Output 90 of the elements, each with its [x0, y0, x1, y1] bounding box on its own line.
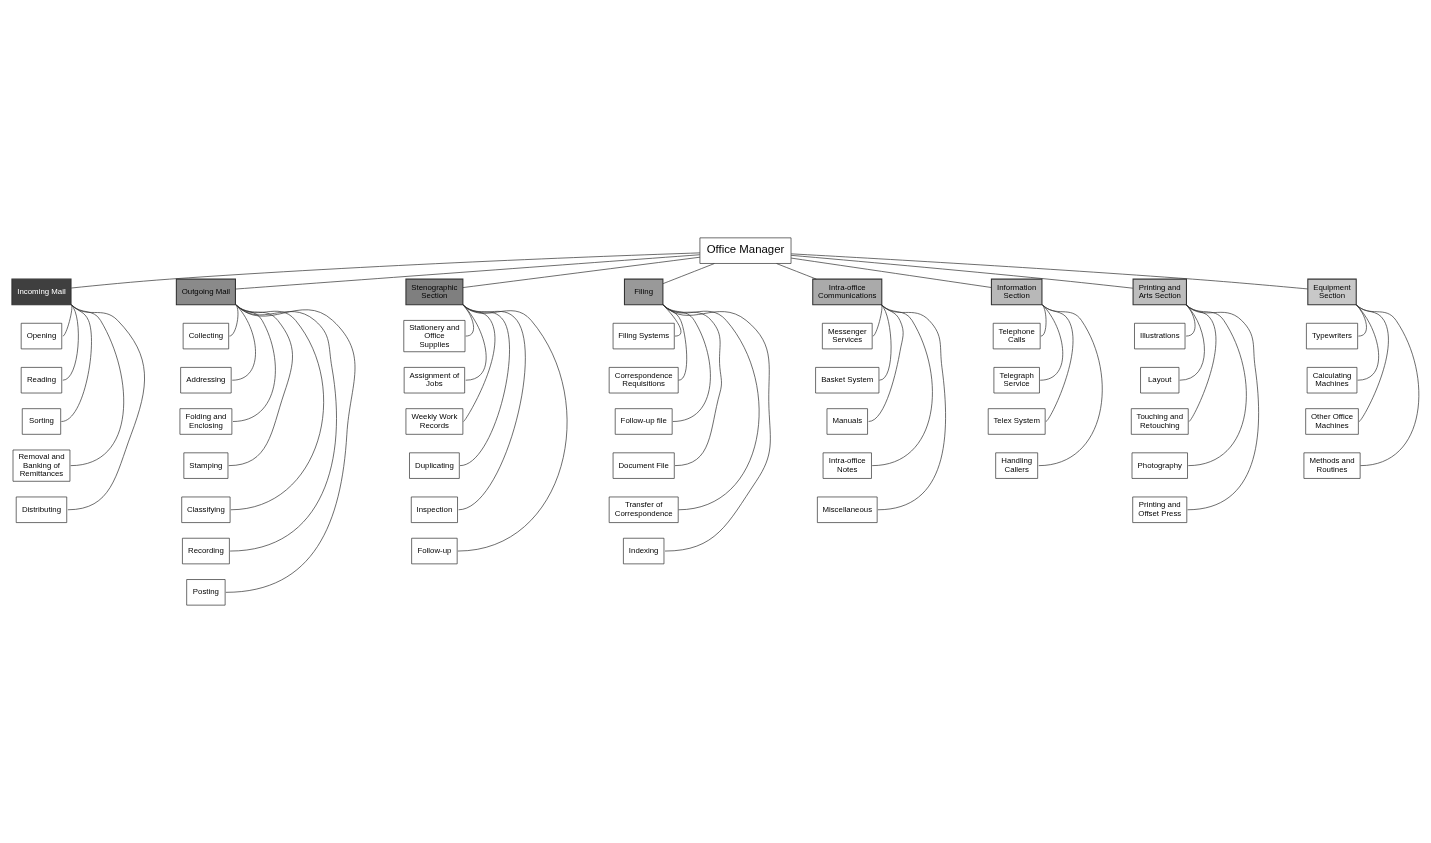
- node-box: Calculating Machines: [1306, 367, 1358, 394]
- node-box: Classifying: [181, 496, 231, 523]
- connector: [62, 304, 73, 337]
- connector: [232, 304, 276, 422]
- node-box: Addressing: [180, 367, 232, 394]
- connector: [462, 256, 701, 288]
- connector: [70, 304, 125, 466]
- connector: [228, 304, 293, 466]
- node-box: Document File: [612, 452, 675, 479]
- node-box: Illustrations: [1134, 322, 1186, 350]
- connector: [67, 304, 145, 511]
- connector: [878, 304, 892, 381]
- connector: [458, 304, 526, 511]
- node-box: Messenger Services: [822, 322, 873, 350]
- node-box: Distributing: [15, 496, 68, 523]
- connector: [877, 304, 946, 511]
- node-box: Incoming Mail: [11, 278, 72, 306]
- connector: [61, 304, 92, 422]
- node-box: Stamping: [183, 452, 229, 479]
- node-box: Folding and Enclosing: [179, 408, 233, 435]
- connector: [231, 304, 256, 381]
- connector: [1185, 304, 1247, 466]
- node-box: Miscellaneous: [817, 496, 878, 523]
- connector: [1038, 304, 1103, 466]
- node-box: Photography: [1131, 452, 1188, 479]
- node-box: Office Manager: [699, 237, 792, 264]
- node-box: Touching and Retouching: [1130, 408, 1189, 435]
- node-box: Other Office Machines: [1305, 408, 1359, 435]
- node-box: Reading: [20, 367, 63, 394]
- connector: [872, 304, 883, 337]
- connector: [462, 304, 496, 422]
- node-box: Telephone Calls: [992, 322, 1041, 350]
- connector: [1355, 304, 1389, 422]
- node-box: Removal and Banking of Remittances: [12, 449, 71, 482]
- connector: [459, 304, 510, 466]
- node-box: Equipment Section: [1307, 278, 1357, 306]
- connector: [790, 257, 992, 288]
- node-box: Opening: [20, 322, 63, 350]
- node-box: Inspection: [410, 496, 458, 523]
- connector: [1355, 304, 1379, 381]
- connector: [790, 253, 1308, 290]
- connector: [1185, 304, 1259, 511]
- node-box: Filing Systems: [612, 322, 675, 350]
- connector: [225, 304, 356, 593]
- node-box: Stenographic Section: [405, 278, 464, 306]
- connector: [871, 304, 933, 466]
- node-box: Intra-office Communications: [812, 278, 883, 306]
- node-box: Printing and Arts Section: [1132, 278, 1187, 306]
- connector: [1040, 304, 1047, 337]
- node-box: Layout: [1140, 367, 1180, 394]
- node-box: Duplicating: [409, 452, 460, 479]
- node-box: Information Section: [990, 278, 1043, 306]
- node-box: Transfer of Correspondence: [608, 496, 679, 523]
- node-box: Telex System: [987, 408, 1046, 435]
- node-box: Methods and Routines: [1303, 452, 1361, 479]
- node-box: Typewriters: [1306, 322, 1358, 350]
- connector: [62, 304, 79, 381]
- connector: [1039, 304, 1064, 381]
- connector: [1041, 304, 1074, 422]
- connector: [1355, 304, 1420, 466]
- node-box: Filing: [623, 278, 664, 306]
- node-box: Basket System: [815, 367, 880, 394]
- node-box: Posting: [186, 579, 226, 606]
- node-box: Recording: [182, 537, 230, 565]
- node-box: Weekly Work Records: [405, 408, 464, 435]
- connector: [462, 304, 487, 381]
- node-box: Stationery and Office Supplies: [403, 320, 466, 353]
- node-box: Telegraph Service: [993, 367, 1040, 394]
- connector: [230, 304, 324, 511]
- node-box: Correspondence Requisitions: [608, 367, 679, 394]
- node-box: Follow-up file: [614, 408, 673, 435]
- node-box: Handling Callers: [995, 452, 1039, 479]
- node-box: Outgoing Mail: [175, 278, 236, 306]
- node-box: Intra-office Notes: [822, 452, 872, 479]
- connector: [868, 304, 904, 422]
- connector: [662, 304, 771, 552]
- node-box: Manuals: [826, 408, 868, 435]
- node-box: Collecting: [182, 322, 230, 350]
- connector: [790, 254, 1134, 289]
- connector: [235, 254, 701, 290]
- connector: [457, 304, 568, 552]
- connector: [70, 252, 701, 289]
- node-box: Printing and Offset Press: [1132, 496, 1188, 523]
- node-box: Assignment of Jobs: [403, 367, 465, 394]
- connector: [229, 304, 337, 552]
- node-box: Follow-up: [411, 537, 458, 565]
- node-box: Indexing: [623, 537, 665, 565]
- connector: [662, 263, 715, 284]
- connector: [776, 263, 817, 280]
- node-box: Sorting: [21, 408, 62, 435]
